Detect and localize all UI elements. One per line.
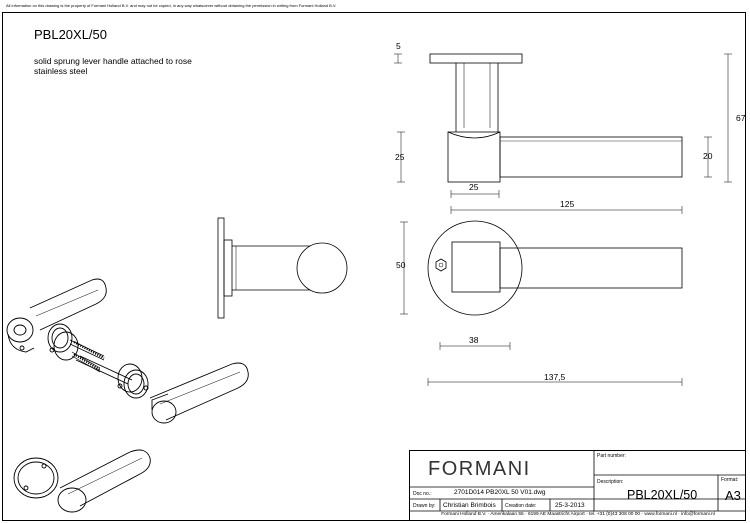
format-label: Format: <box>721 477 739 483</box>
rose-circle-top <box>427 220 523 316</box>
doc-no-value: 2701D014 PB20XL 50 V01.dwg <box>454 489 546 496</box>
assembled-isometric-view <box>13 449 151 513</box>
side-elevation-view <box>394 53 732 198</box>
lever-end-circle <box>296 242 348 294</box>
formani-logo: FORMANI <box>428 458 531 480</box>
lever-lower-right <box>149 362 249 421</box>
dim-neck-width: 25 <box>469 182 479 192</box>
product-description: solid sprung lever handle attached to ro… <box>34 56 192 76</box>
format-value: A3 <box>725 488 741 503</box>
description-line-1: solid sprung lever handle attached to ro… <box>34 56 192 66</box>
description-value: PBL20XL/50 <box>627 488 698 502</box>
part-number-label: Part number: <box>597 453 626 459</box>
top-view <box>400 206 683 386</box>
disclaimer-text: All information on this drawing is the p… <box>6 3 337 8</box>
dim-neck-height: 25 <box>395 152 405 162</box>
rose-plate-side <box>429 53 523 64</box>
drawn-by-label: Drawn by: <box>413 503 436 509</box>
drawn-by-value: Christian Brimbois <box>443 502 496 509</box>
dim-lever-diameter: 20 <box>703 151 713 161</box>
dim-rose-thickness: 5 <box>396 41 401 51</box>
rose-plate-end <box>217 217 225 319</box>
description-line-2: stainless steel <box>34 66 88 76</box>
isometric-exploded-view <box>6 278 249 424</box>
drawing-title: PBL20XL/50 <box>34 27 108 42</box>
doc-no-label: Doc no.: <box>413 491 432 497</box>
neck-square-top <box>451 241 501 293</box>
creation-date-value: 25-3-2013 <box>555 502 585 509</box>
dim-lever-length: 125 <box>560 199 575 209</box>
neck-block <box>447 131 501 183</box>
company-footer: Formani Holland B.V. · Amerikalaan 55 · … <box>441 512 715 517</box>
grub-screw-icon <box>435 258 447 272</box>
title-block: FORMANI Part number: Description: PBL20X… <box>409 450 746 520</box>
lever-upper-left <box>29 278 107 331</box>
title-block-grid <box>410 451 746 512</box>
creation-date-label: Creation date: <box>505 503 537 509</box>
drawing-sheet-border <box>2 12 746 521</box>
dim-total-height: 67 <box>736 113 746 123</box>
lever-bar-top <box>499 247 683 289</box>
dim-rose-diameter: 50 <box>396 260 406 270</box>
dim-overall-length: 137,5 <box>544 372 566 382</box>
description-label: Description: <box>597 479 624 485</box>
lever-bar-side <box>499 136 683 178</box>
dim-neck-offset: 38 <box>469 335 479 345</box>
neck-curve <box>447 131 501 139</box>
lever-assembled <box>59 449 151 507</box>
end-view <box>217 217 348 319</box>
